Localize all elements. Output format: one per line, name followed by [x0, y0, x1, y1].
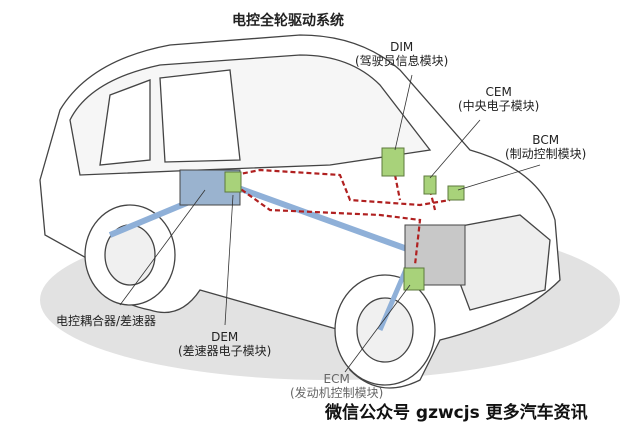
dem-desc: (差速器电子模块): [178, 344, 272, 358]
cem-desc: (中央电子模块): [458, 99, 540, 113]
ecm-module: [403, 267, 425, 291]
bcm-label: BCM (制动控制模块): [505, 133, 586, 161]
coupler-label: 电控耦合器/差速器: [56, 314, 156, 328]
car-body-outline: [39, 34, 561, 389]
dim-code: DIM: [390, 40, 414, 54]
cem-label: CEM (中央电子模块): [458, 85, 539, 113]
coupler-desc: 电控耦合器/差速器: [56, 314, 157, 328]
dim-label: DIM (驾驶员信息模块): [355, 40, 448, 68]
ecm-label: ECM (发动机控制模块): [290, 372, 383, 400]
dem-code: DEM: [211, 330, 239, 344]
cem-code: CEM: [485, 85, 512, 99]
diagram-title: 电控全轮驱动系统: [232, 13, 344, 29]
dem-label: DEM (差速器电子模块): [178, 330, 271, 358]
bcm-desc: (制动控制模块): [505, 147, 587, 161]
watermark: 微信公众号 gzwcjs 更多汽车资讯: [325, 403, 588, 423]
bcm-code: BCM: [532, 133, 560, 147]
control-modules: [224, 147, 465, 291]
bcm-module: [447, 185, 465, 201]
leader-lines: [119, 74, 541, 373]
ecm-code: ECM: [323, 372, 350, 386]
ecm-desc: (发动机控制模块): [290, 386, 384, 400]
dim-desc: (驾驶员信息模块): [355, 54, 449, 68]
cem-module: [423, 175, 437, 195]
dem-module: [224, 171, 242, 193]
dim-module: [381, 147, 405, 177]
